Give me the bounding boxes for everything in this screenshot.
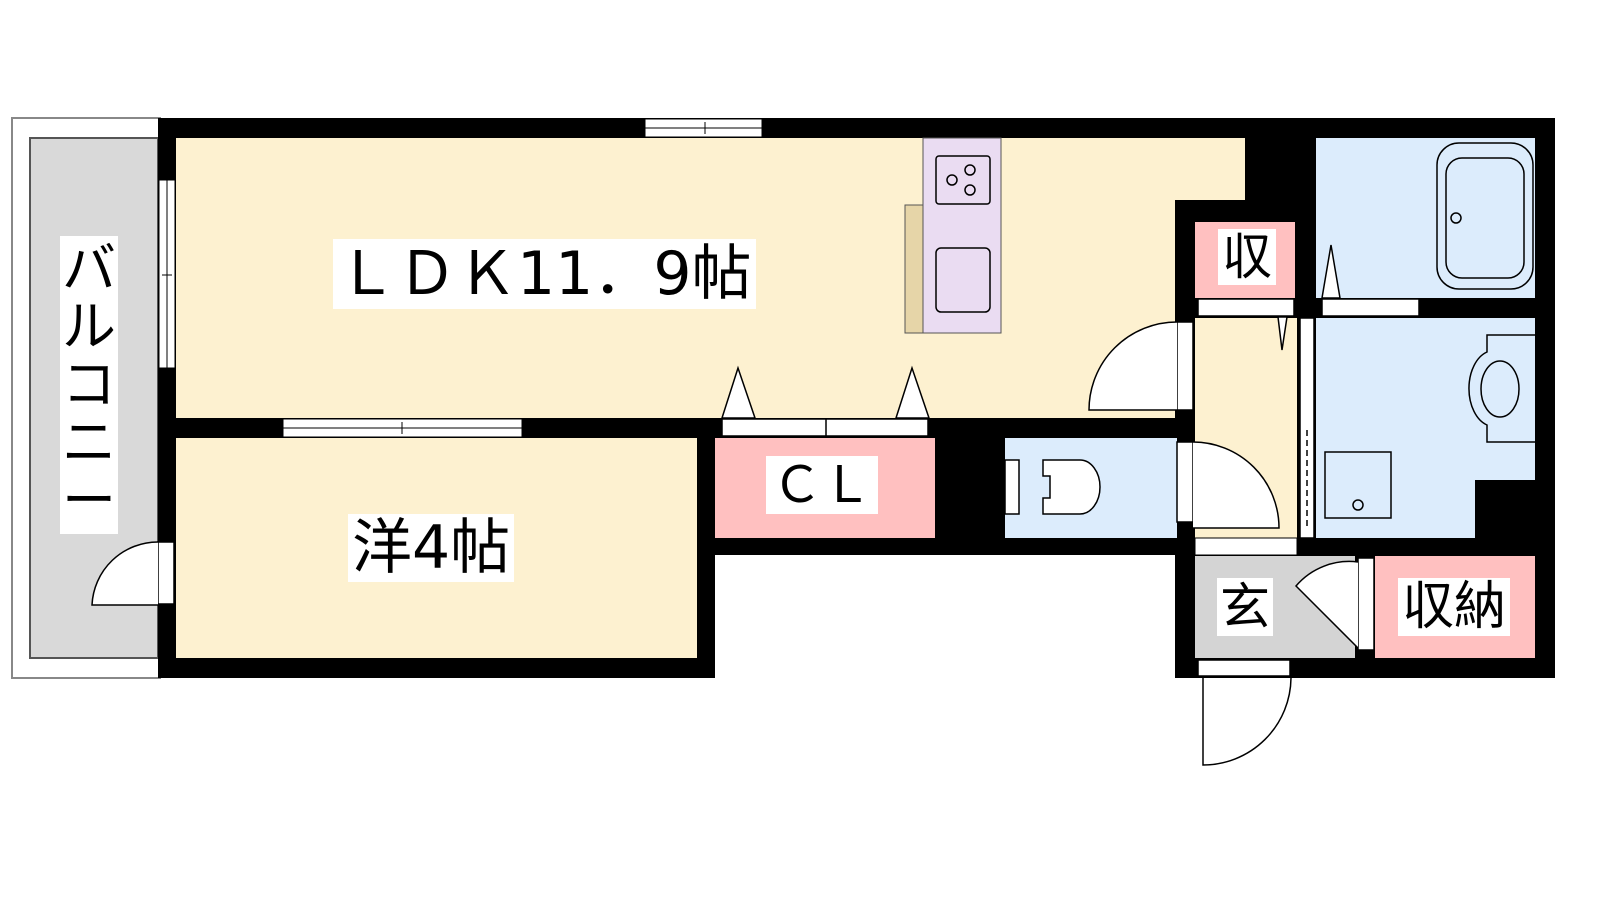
closet-doors[interactable]	[720, 365, 931, 437]
washroom	[1316, 318, 1535, 538]
small-storage-label: 収	[1218, 229, 1276, 285]
window-left	[158, 179, 176, 369]
window-top	[644, 118, 763, 138]
door-storage[interactable]	[1294, 557, 1375, 651]
door-washroom[interactable]	[1299, 317, 1315, 539]
entrance-label: 玄	[1217, 578, 1273, 636]
sink-icon	[935, 247, 991, 313]
door-toilet[interactable]	[1176, 441, 1280, 529]
toilet-icon	[1004, 459, 1101, 515]
door-bath[interactable]	[1197, 244, 1420, 351]
door-balcony[interactable]	[91, 541, 175, 606]
bathroom	[1316, 138, 1535, 298]
kitchen-counter-edge	[904, 204, 924, 334]
door-ldk-hall[interactable]	[1088, 321, 1194, 411]
closet-label: ＣＬ	[766, 456, 878, 514]
entrance-door[interactable]	[1197, 659, 1292, 766]
balcony-label: バルコニー	[60, 236, 118, 534]
storage-label: 収納	[1398, 578, 1511, 636]
bathtub-icon	[1436, 142, 1534, 290]
washbasin-icon	[1468, 334, 1535, 443]
stove-icon	[935, 155, 991, 205]
western-room-label: 洋4帖	[348, 514, 515, 582]
washing-machine-pan-icon	[1324, 451, 1392, 519]
ldk-label: ＬＤＫ11．9帖	[333, 239, 756, 309]
hall-step	[1194, 537, 1298, 556]
sliding-door-western[interactable]	[282, 418, 523, 438]
